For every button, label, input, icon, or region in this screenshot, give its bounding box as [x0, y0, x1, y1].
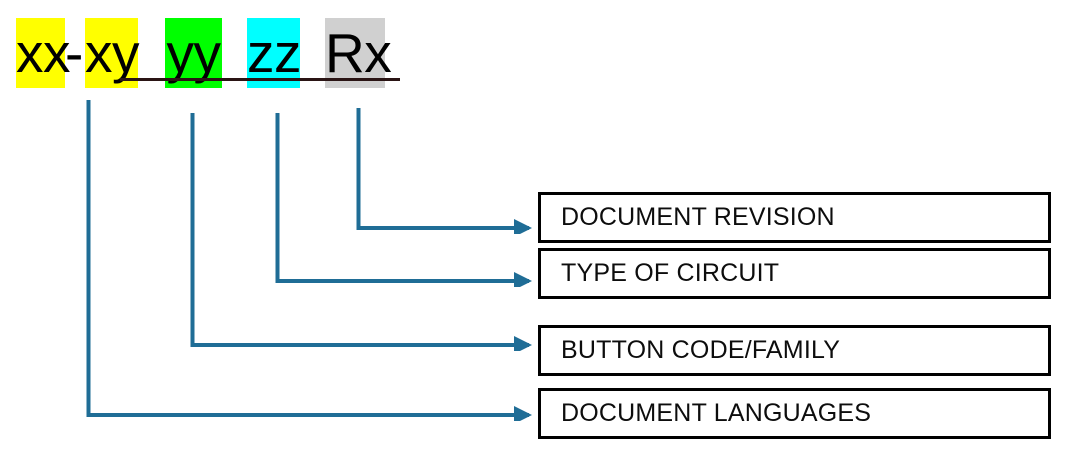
box-button-code-family-label: BUTTON CODE/FAMILY: [561, 336, 841, 364]
connector-document-revision-line: [356, 108, 529, 230]
connector-type-of-circuit: [275, 113, 544, 290]
connector-button-code-family-line: [190, 113, 529, 347]
code-token-xy-2: xy: [85, 18, 140, 88]
connector-button-code-family-svg: [190, 113, 532, 354]
box-document-languages-label: DOCUMENT LANGUAGES: [561, 399, 872, 427]
connector-document-revision-svg: [356, 108, 532, 237]
connector-type-of-circuit-arrowhead: [514, 272, 532, 290]
code-token-Rx-8: Rx: [325, 18, 392, 88]
code-token---1: -: [65, 22, 84, 84]
connector-type-of-circuit-line: [275, 113, 529, 283]
connector-document-revision: [356, 108, 544, 237]
box-document-revision[interactable]: DOCUMENT REVISION: [538, 192, 1051, 243]
connector-document-languages-line: [86, 100, 529, 417]
code-string: xx-xy yy zz Rx: [0, 0, 420, 105]
code-token-xx-0: xx: [16, 18, 71, 88]
connector-document-languages-arrowhead: [514, 406, 532, 424]
box-document-languages[interactable]: DOCUMENT LANGUAGES: [538, 388, 1051, 439]
connector-document-languages-svg: [86, 100, 532, 424]
connector-button-code-family: [190, 113, 544, 354]
connector-button-code-family-arrowhead: [514, 336, 532, 354]
box-document-revision-label: DOCUMENT REVISION: [561, 203, 835, 231]
box-type-of-circuit[interactable]: TYPE OF CIRCUIT: [538, 248, 1051, 299]
code-token-yy-4: yy: [165, 18, 222, 88]
connector-document-languages: [86, 100, 544, 424]
box-button-code-family[interactable]: BUTTON CODE/FAMILY: [538, 325, 1051, 376]
baseline-rule: [120, 78, 400, 81]
connector-document-revision-arrowhead: [514, 219, 532, 237]
box-type-of-circuit-label: TYPE OF CIRCUIT: [561, 259, 780, 287]
connector-type-of-circuit-svg: [275, 113, 532, 290]
code-token-zz-6: zz: [247, 18, 302, 88]
